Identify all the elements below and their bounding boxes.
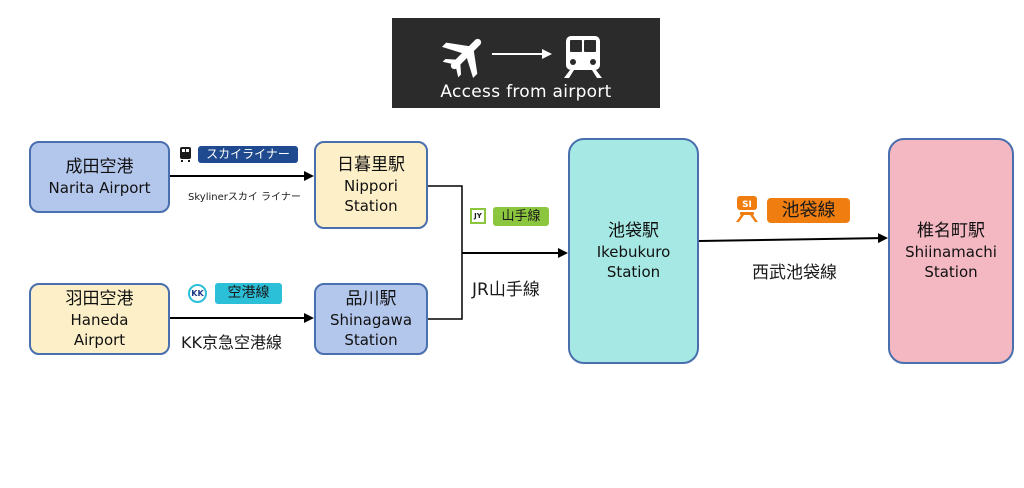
haneda-en-line1: Haneda: [70, 311, 129, 329]
node-nippori-station: 日暮里駅 Nippori Station: [314, 141, 428, 229]
jr-yamanote-label: JR山手線: [472, 280, 540, 300]
haneda-en-line2: Airport: [73, 331, 126, 349]
connector-shinagawa: [428, 253, 463, 320]
shiinamachi-en-line1: Shiinamachi: [905, 243, 997, 261]
train-icon: [564, 36, 602, 78]
node-ikebukuro-station: 池袋駅 Ikebukuro Station: [568, 138, 699, 364]
nippori-en-line2: Station: [344, 197, 398, 215]
header-title: Access from airport: [440, 82, 612, 102]
keikyu-line-label: KK京急空港線: [181, 333, 282, 352]
shinagawa-ja-label: 品川駅: [345, 289, 397, 309]
shiinamachi-en-line2: Station: [924, 263, 978, 281]
header-banner: Access from airport: [392, 18, 660, 108]
nippori-ja-label: 日暮里駅: [337, 155, 405, 175]
connector-nippori: [428, 185, 463, 253]
skyliner-badge: スカイライナー: [198, 146, 298, 163]
node-shiinamachi-station: 椎名町駅 Shiinamachi Station: [888, 138, 1014, 364]
skyliner-label: Skylinerスカイ ライナー: [188, 192, 301, 203]
shinagawa-en-line1: Shinagawa: [329, 311, 413, 329]
ikebukuro-ja-label: 池袋駅: [608, 221, 659, 241]
seibu-si-icon: SI: [736, 196, 758, 222]
arrow-icon: [492, 49, 552, 59]
header-graphic: [441, 36, 602, 79]
haneda-ja-label: 羽田空港: [65, 289, 134, 309]
yamanote-badge: 山手線: [493, 207, 549, 226]
shinagawa-en-line2: Station: [344, 331, 398, 349]
skyliner-train-icon: [180, 147, 191, 162]
airplane-icon: [441, 38, 482, 79]
narita-ja-label: 成田空港: [65, 157, 134, 177]
node-haneda-airport: 羽田空港 Haneda Airport: [29, 283, 170, 355]
narita-en-label: Narita Airport: [48, 179, 151, 197]
ikebukuro-en-line1: Ikebukuro: [596, 243, 671, 261]
shiinamachi-ja-label: 椎名町駅: [917, 221, 985, 241]
yamanote-jy-icon: JY: [470, 208, 486, 224]
node-shinagawa-station: 品川駅 Shinagawa Station: [314, 283, 428, 355]
seibu-ikebukuro-label: 西武池袋線: [752, 263, 837, 283]
nippori-en-line1: Nippori: [344, 177, 398, 195]
node-narita-airport: 成田空港 Narita Airport: [29, 141, 170, 213]
seibu-ikebukuro-badge: 池袋線: [767, 198, 850, 223]
keikyu-airport-line-badge: 空港線: [215, 283, 282, 304]
keikyu-kk-icon: KK: [188, 284, 207, 303]
ikebukuro-en-line2: Station: [606, 263, 661, 281]
arrow-ikebukuro-shiinamachi: [698, 233, 888, 244]
svg-text:SI: SI: [742, 200, 752, 210]
